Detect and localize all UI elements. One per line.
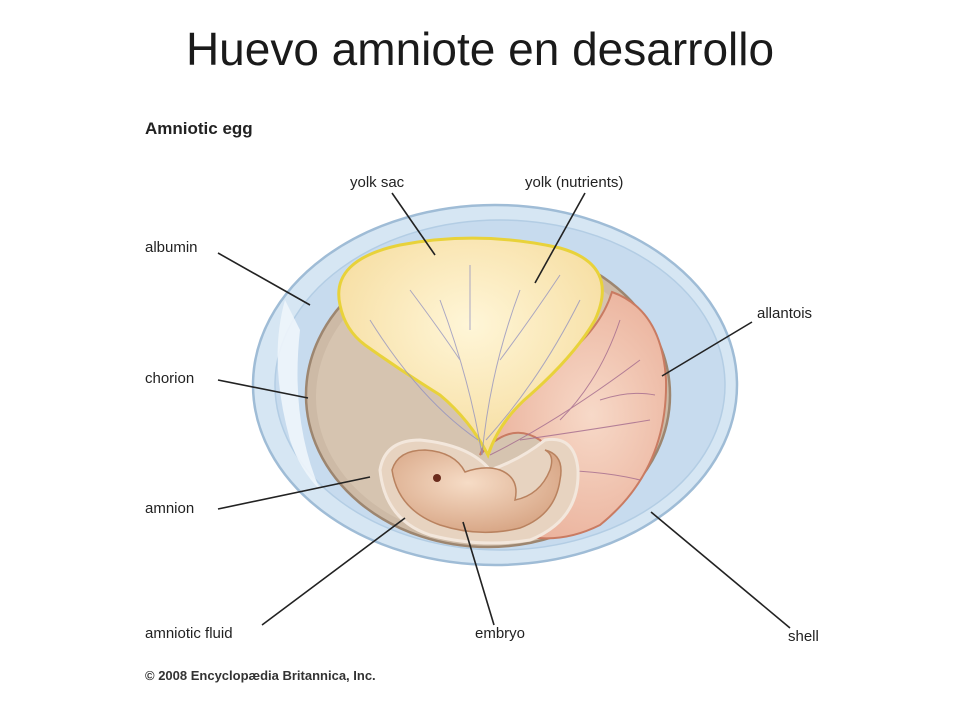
embryo-eye [433,474,441,482]
label-embryo: embryo [475,625,525,642]
label-albumin: albumin [145,239,198,256]
yolk-sac [337,236,604,459]
label-allantois: allantois [757,305,812,322]
albumin-highlight [277,300,320,490]
embryo [391,449,562,534]
leader-lines [217,192,791,629]
figure-heading: Amniotic egg [145,119,253,138]
label-yolk-sac: yolk sac [350,174,405,191]
copyright-notice: © 2008 Encyclopædia Britannica, Inc. [145,668,376,683]
yolk-sac-vessels [369,265,581,456]
label-amniotic-fluid: amniotic fluid [145,625,233,642]
slide-title: Huevo amniote en desarrollo [185,23,775,75]
label-chorion: chorion [145,370,194,387]
label-amnion: amnion [145,500,194,517]
label-shell: shell [788,628,819,645]
label-yolk-nutrients: yolk (nutrients) [525,174,623,191]
